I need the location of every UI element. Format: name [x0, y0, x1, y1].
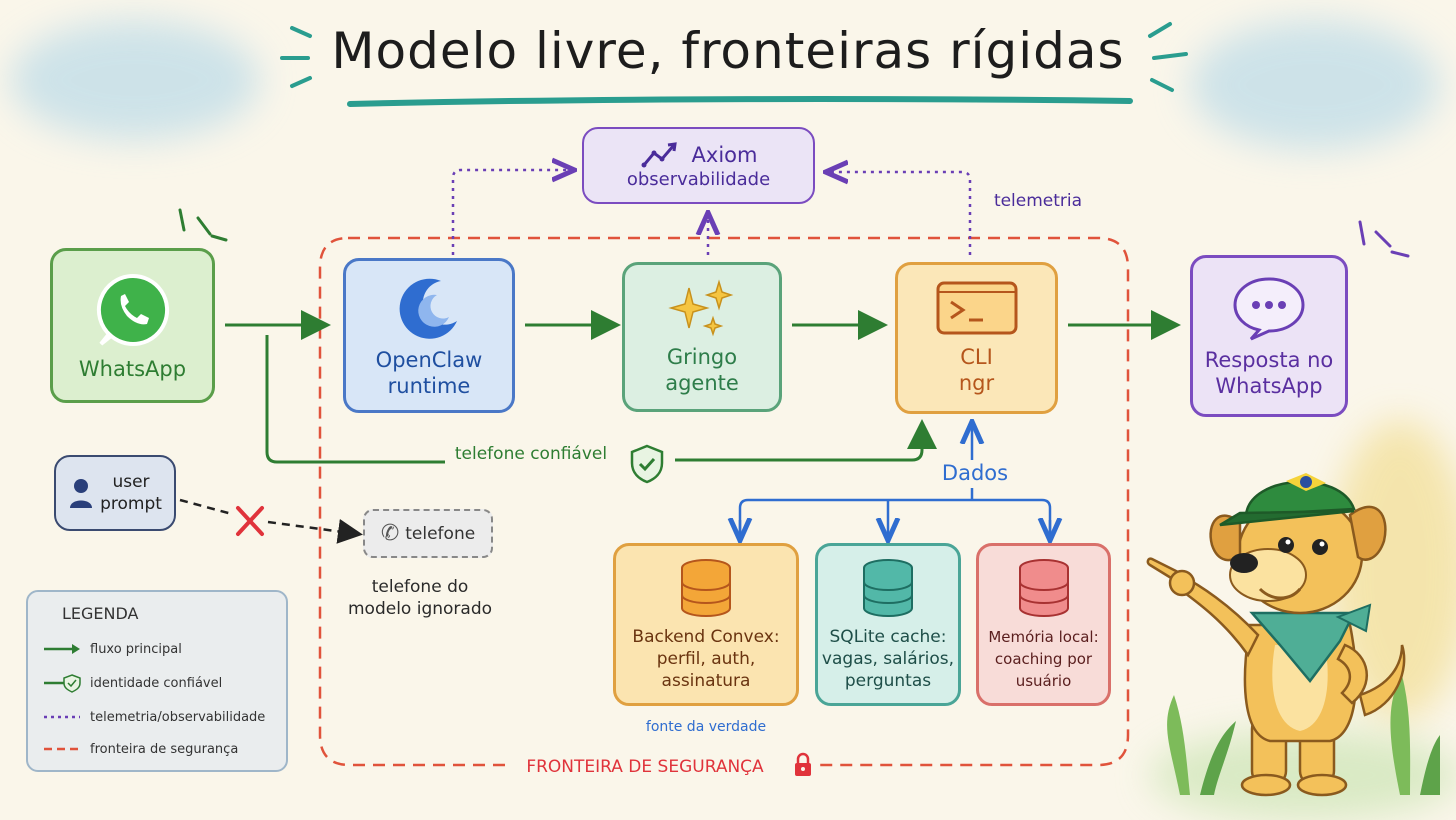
cloud-right-wash	[1190, 20, 1440, 150]
gringo-label-1: Gringo	[666, 345, 738, 369]
user-prompt-label-2: prompt	[100, 494, 162, 514]
backend-label-1: Backend Convex:	[632, 626, 780, 647]
backend-label-2: perfil, auth,	[656, 648, 756, 669]
axiom-label-2: observabilidade	[626, 168, 771, 190]
backend-label-3: assinatura	[661, 670, 751, 691]
legend-row-boundary: fronteira de segurança	[42, 739, 238, 759]
telefone-ignorado-label-1: telefone do	[371, 577, 469, 597]
telefone-label: telefone	[405, 523, 476, 544]
sqlite-label-1: SQLite cache:	[829, 626, 947, 647]
blocked-x-icon	[236, 506, 264, 536]
database-icon	[681, 558, 731, 617]
terminal-icon	[936, 281, 1017, 335]
whatsapp-label: WhatsApp	[78, 356, 187, 381]
legend-row-main-flow: fluxo principal	[42, 639, 182, 659]
axiom-label-1: Axiom	[691, 142, 758, 167]
telefone-ignorado-label-2: modelo ignorado	[347, 599, 493, 619]
memoria-node: Memória local: coaching por usuário	[976, 543, 1111, 706]
user-prompt-label-1: user	[112, 472, 150, 492]
sparkles-icon	[668, 279, 734, 337]
legend-row-identity: identidade confiável	[42, 673, 222, 693]
memoria-label-2: coaching por	[994, 649, 1093, 668]
memoria-label-3: usuário	[1015, 671, 1072, 690]
legend-item-4: fronteira de segurança	[90, 741, 239, 757]
axiom-node: Axiom observabilidade	[582, 127, 815, 204]
title-sparks	[280, 22, 1188, 92]
telemetria-label: telemetria	[993, 191, 1083, 211]
resposta-label-2: WhatsApp	[1215, 374, 1323, 398]
gringo-label-2: agente	[665, 371, 739, 395]
chat-bubble-icon	[1233, 277, 1305, 341]
cli-node: CLI ngr	[895, 262, 1058, 414]
legend-item-3: telemetria/observabilidade	[90, 709, 266, 725]
mascot-dog-illustration	[1146, 473, 1440, 797]
legend-item-2: identidade confiável	[90, 675, 223, 691]
legend-box: LEGENDA fluxo principal identidade confi…	[26, 590, 288, 772]
sqlite-label-2: vagas, salários,	[821, 648, 955, 669]
user-icon	[70, 479, 93, 508]
sqlite-label-3: perguntas	[844, 670, 932, 691]
gringo-node: Gringo agente	[622, 262, 782, 412]
phone-icon: ✆	[380, 521, 400, 546]
cloud-left-wash	[10, 20, 260, 140]
database-icon	[863, 558, 913, 617]
resposta-label-1: Resposta no	[1204, 348, 1334, 372]
user-prompt-node: user prompt	[54, 455, 176, 531]
sqlite-node: SQLite cache: vagas, salários, perguntas	[815, 543, 961, 706]
cli-label-2: ngr	[958, 371, 995, 395]
telefone-confiavel-label: telefone confiável	[454, 444, 608, 464]
openclaw-label-2: runtime	[387, 373, 471, 398]
legend-title: LEGENDA	[62, 604, 139, 623]
legend-row-telemetry: telemetria/observabilidade	[42, 707, 265, 727]
trend-chart-icon	[641, 141, 677, 167]
backend-node: Backend Convex: perfil, auth, assinatura	[613, 543, 799, 706]
title-underline	[347, 96, 1133, 107]
dados-label: Dados	[941, 461, 1009, 485]
fronteira-label: FRONTEIRA DE SEGURANÇA	[526, 757, 764, 777]
fonte-verdade-label: fonte da verdade	[645, 719, 767, 735]
openclaw-icon	[399, 278, 457, 339]
openclaw-label-1: OpenClaw	[375, 347, 483, 372]
legend-item-1: fluxo principal	[90, 641, 182, 657]
shield-check-icon	[630, 444, 664, 484]
resposta-node: Resposta no WhatsApp	[1190, 255, 1348, 417]
whatsapp-icon	[96, 273, 169, 346]
lock-icon	[795, 752, 811, 776]
page-title: Modelo livre, fronteiras rígidas	[331, 22, 1125, 80]
openclaw-node: OpenClaw runtime	[343, 258, 515, 413]
memoria-label-1: Memória local:	[988, 627, 1099, 646]
whatsapp-node: WhatsApp	[50, 248, 215, 403]
cli-label-1: CLI	[960, 345, 993, 369]
security-boundary	[318, 236, 1130, 767]
telefone-node: ✆ telefone	[363, 509, 493, 558]
database-icon	[1018, 558, 1069, 617]
